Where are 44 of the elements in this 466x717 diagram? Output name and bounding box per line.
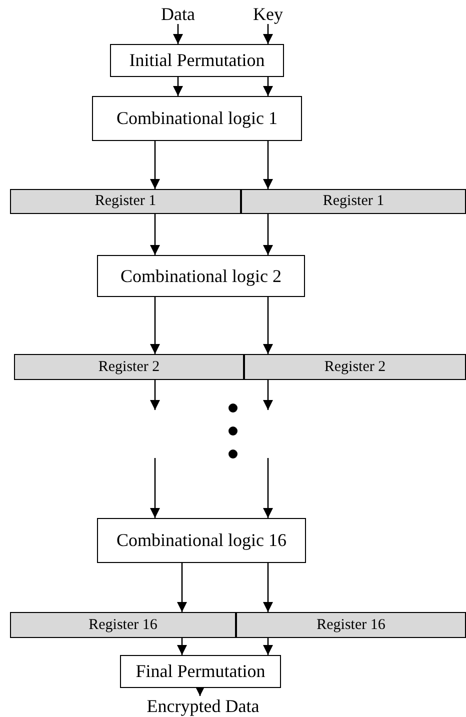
node-label: Data: [161, 4, 195, 24]
node-label: Register 2: [98, 358, 160, 376]
arrow: [150, 458, 160, 518]
process-box: [97, 518, 306, 563]
node-label: Register 1: [322, 193, 384, 210]
node-label: Register 2: [324, 358, 386, 376]
arrow: [263, 638, 273, 655]
arrow: [263, 458, 273, 518]
node-label: Final Permutation: [136, 661, 266, 682]
arrow: [263, 77, 273, 96]
arrow: [150, 214, 160, 255]
node-label: Combinational logic 16: [116, 530, 286, 551]
register-bar: [10, 612, 236, 638]
process-box: [92, 96, 302, 141]
process-box: [97, 255, 305, 297]
process-box: [120, 655, 281, 688]
arrow: [263, 380, 273, 410]
arrow: [263, 24, 273, 44]
process-box: [110, 44, 284, 77]
register-bar: [241, 189, 466, 214]
register-bar: [244, 354, 466, 380]
node-label: Encrypted Data: [146, 696, 260, 716]
arrow: [263, 141, 273, 189]
register-bar: [14, 354, 244, 380]
register-bar: [236, 612, 466, 638]
arrow: [263, 214, 273, 255]
arrow: [177, 638, 187, 655]
node-label: Combinational logic 2: [120, 266, 282, 286]
node-label: Register 16: [88, 616, 158, 634]
arrow: [150, 297, 160, 354]
arrow: [263, 563, 273, 612]
arrow: [195, 686, 205, 696]
register-bar: [10, 189, 241, 214]
arrow: [177, 563, 187, 612]
arrow: [173, 24, 183, 44]
node-label: Combinational logic 1: [116, 108, 278, 129]
node-label: Register 1: [94, 193, 156, 210]
arrow: [150, 380, 160, 410]
arrow: [173, 77, 183, 96]
arrow: [150, 141, 160, 189]
node-label: Register 16: [316, 616, 386, 634]
node-label: Initial Permutation: [129, 50, 265, 71]
node-label: Key: [253, 4, 283, 24]
arrow: [263, 297, 273, 354]
